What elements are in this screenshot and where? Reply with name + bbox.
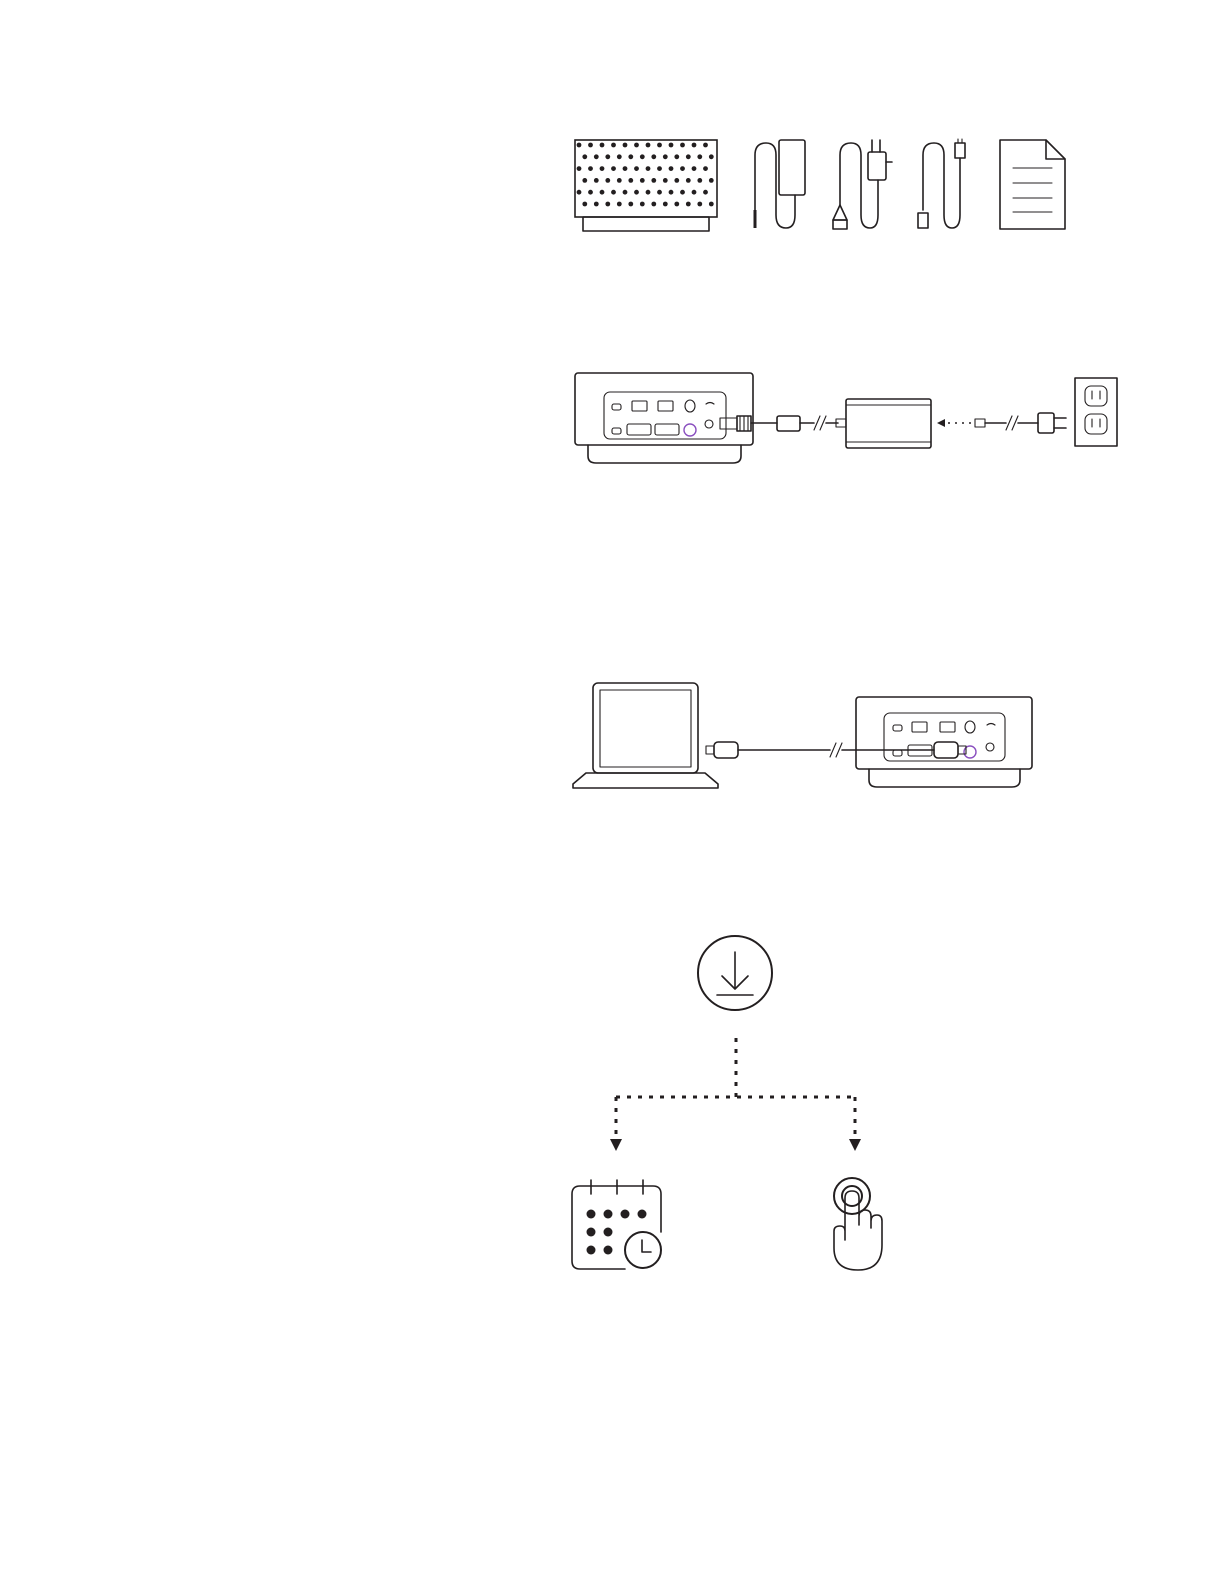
grille-dot	[663, 178, 668, 183]
download-icon	[698, 936, 772, 1010]
documentation-icon	[1000, 140, 1065, 229]
box-contents-row	[575, 139, 1065, 231]
grille-dot	[646, 143, 651, 148]
grille-dot	[582, 178, 587, 183]
grille-dot	[617, 178, 622, 183]
power-adapter-icon	[755, 140, 805, 228]
grille-dot	[588, 166, 593, 171]
grille-dot	[634, 143, 639, 148]
grille-dot	[577, 143, 582, 148]
grille-dot	[634, 190, 639, 195]
grille-dot	[651, 202, 656, 207]
grille-dot	[663, 202, 668, 207]
grille-dot	[594, 178, 599, 183]
grille-dot	[588, 190, 593, 195]
grille-dot	[634, 166, 639, 171]
grille-dot	[594, 202, 599, 207]
grille-dot	[646, 166, 651, 171]
grille-dot	[640, 154, 645, 159]
grille-dot	[628, 154, 633, 159]
grille-dot	[628, 178, 633, 183]
connect-power-row	[575, 373, 1117, 463]
touch-hand-icon	[834, 1178, 882, 1270]
wall-outlet-icon	[1075, 378, 1117, 446]
grille-dot	[674, 154, 679, 159]
grille-dot	[605, 178, 610, 183]
grille-dot	[600, 166, 605, 171]
grille-dot	[657, 143, 662, 148]
grille-dot	[686, 202, 691, 207]
grille-dot	[680, 143, 685, 148]
grille-dot	[577, 190, 582, 195]
branch-connector	[610, 1038, 861, 1151]
calendar-clock-icon	[572, 1180, 661, 1269]
grille-dot	[600, 143, 605, 148]
grille-dot	[582, 154, 587, 159]
software-setup-row	[572, 936, 882, 1270]
grille-dot	[617, 202, 622, 207]
grille-dot	[651, 178, 656, 183]
power-cord-icon	[833, 140, 892, 229]
grille-dot	[669, 190, 674, 195]
grille-dot	[623, 143, 628, 148]
grille-dot	[686, 178, 691, 183]
grille-dot	[697, 178, 702, 183]
connect-laptop-row	[573, 683, 1032, 788]
grille-dot	[646, 190, 651, 195]
grille-dot	[709, 178, 714, 183]
grille-dot	[686, 154, 691, 159]
laptop-icon	[573, 683, 718, 788]
insert-arrow	[937, 419, 972, 427]
device-rear-ports-2	[856, 697, 1032, 787]
grille-dot	[703, 143, 708, 148]
grille-dot	[577, 166, 582, 171]
mains-cord	[975, 413, 1066, 433]
grille-dot	[628, 202, 633, 207]
grille-dot	[703, 166, 708, 171]
grille-dot	[582, 202, 587, 207]
grille-dot	[692, 143, 697, 148]
grille-dot	[709, 154, 714, 159]
grille-dot	[697, 202, 702, 207]
grille-dot	[657, 190, 662, 195]
grille-dot	[623, 166, 628, 171]
grille-dot	[680, 166, 685, 171]
grille-dot	[680, 190, 685, 195]
grille-dot	[611, 190, 616, 195]
grille-dot	[692, 190, 697, 195]
grille-dot	[617, 154, 622, 159]
speaker-device-icon	[575, 140, 717, 231]
grille-dot	[709, 202, 714, 207]
grille-dot	[697, 154, 702, 159]
grille-dot	[669, 166, 674, 171]
grille-dot	[623, 190, 628, 195]
grille-dot	[663, 154, 668, 159]
grille-dot	[669, 143, 674, 148]
grille-dot	[640, 202, 645, 207]
power-adapter-brick	[846, 399, 931, 448]
grille-dot	[651, 154, 656, 159]
grille-dot	[611, 166, 616, 171]
usb-cable-icon	[918, 139, 965, 228]
grille-dot	[674, 178, 679, 183]
dc-cable	[720, 416, 846, 431]
grille-dot	[657, 166, 662, 171]
grille-dot	[605, 154, 610, 159]
grille-dot	[605, 202, 610, 207]
grille-dot	[600, 190, 605, 195]
grille-dot	[640, 178, 645, 183]
grille-dot	[674, 202, 679, 207]
grille-dot	[588, 143, 593, 148]
grille-dot	[611, 143, 616, 148]
grille-dot	[692, 166, 697, 171]
grille-dot	[594, 154, 599, 159]
grille-dot	[703, 190, 708, 195]
